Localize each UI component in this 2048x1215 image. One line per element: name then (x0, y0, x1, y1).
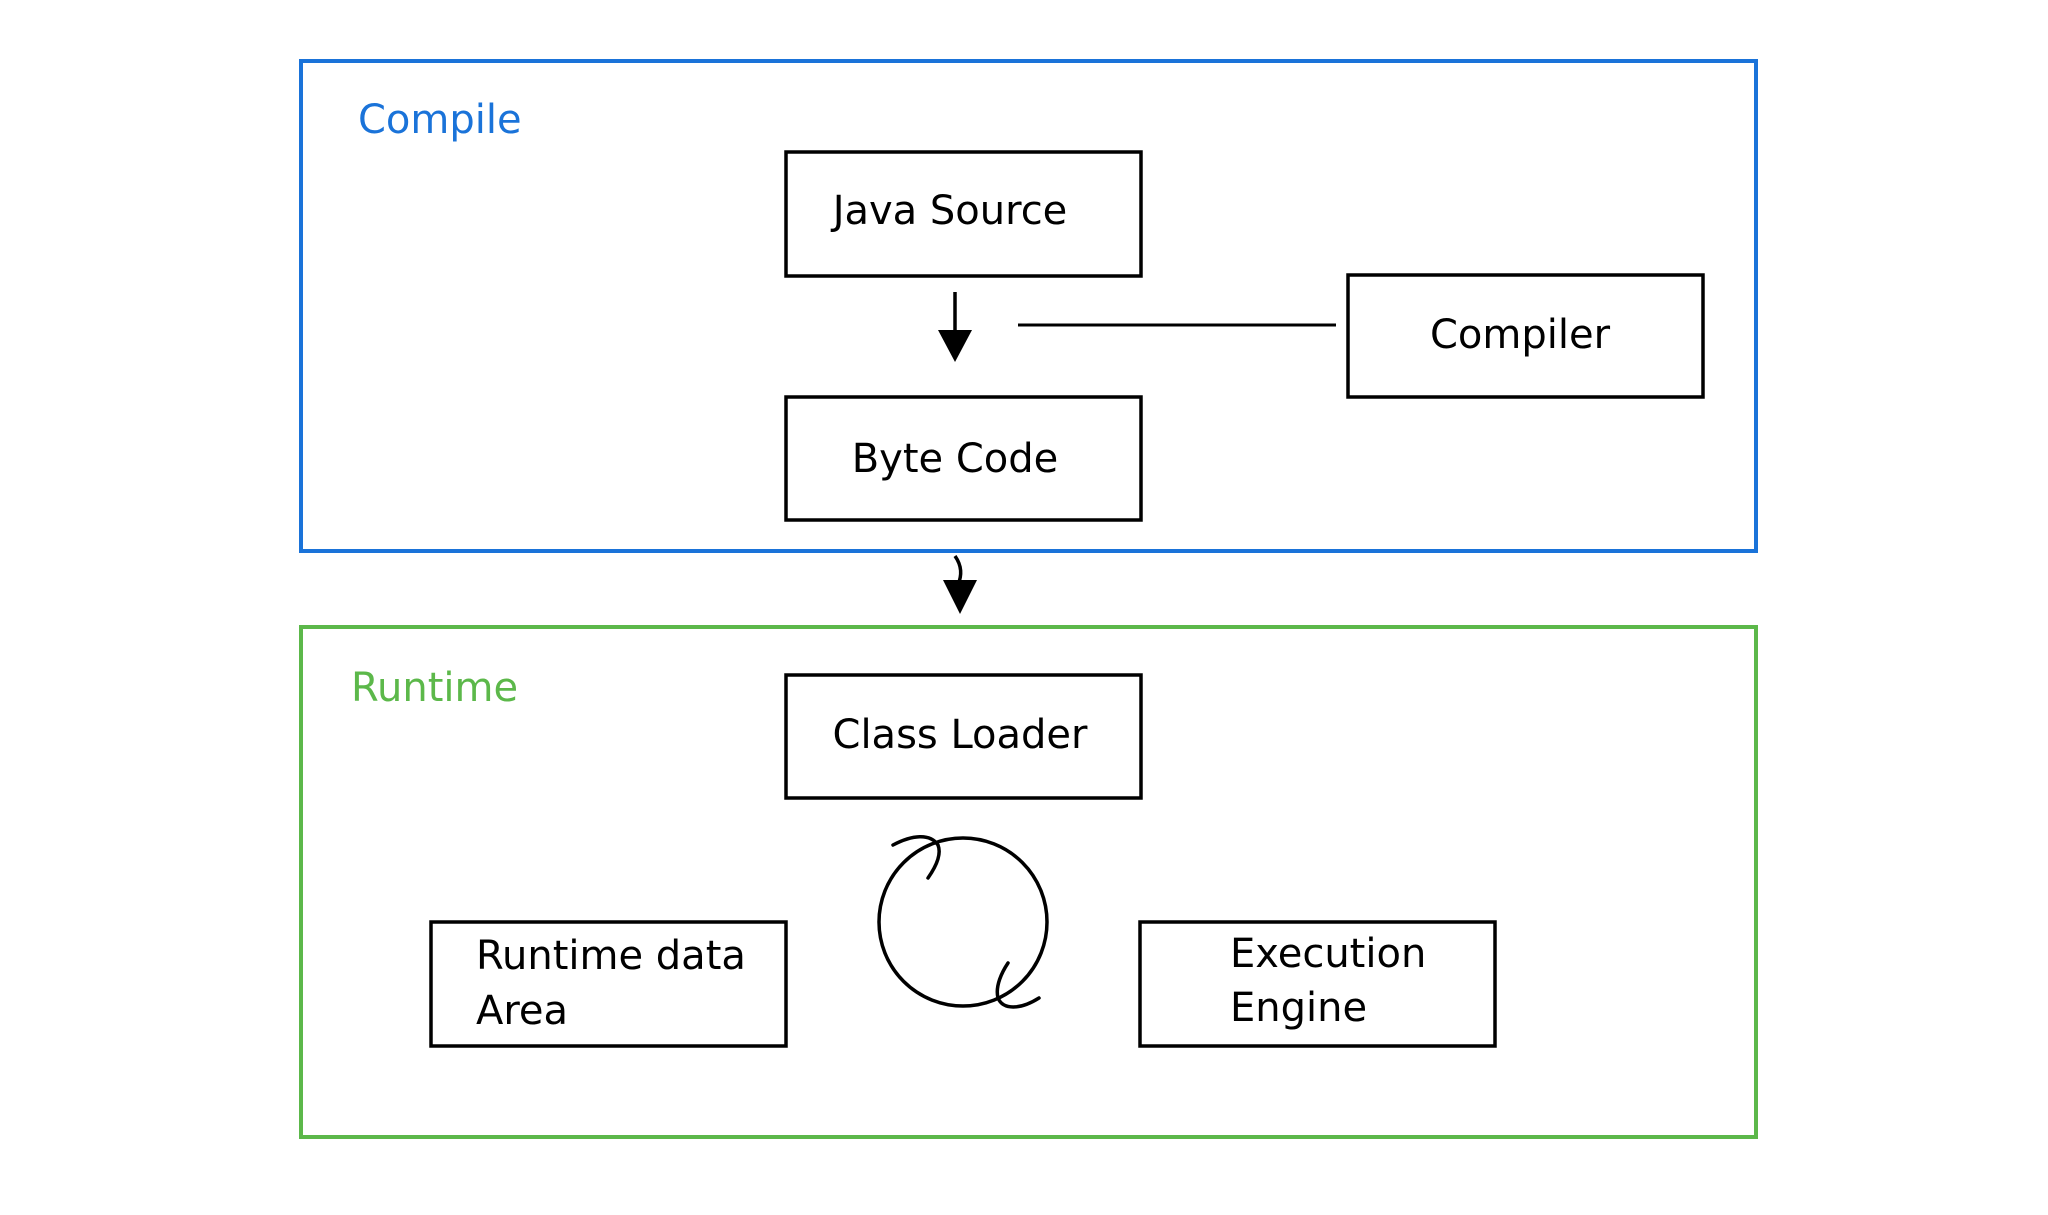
runtime-data-area-label-line2: Area (476, 988, 568, 1034)
runtime-frame (299, 625, 1758, 1139)
arrow-down-icon (943, 554, 977, 614)
execution-engine-label-line2: Engine (1230, 985, 1367, 1031)
runtime-data-area-label-line1: Runtime data (476, 933, 746, 979)
compiler-box: Compiler (1346, 273, 1705, 399)
runtime-section: Runtime Class Loader Runtime data Area E… (299, 625, 1758, 1139)
execution-engine-box: Execution Engine (1138, 920, 1497, 1048)
cycle-icon (877, 835, 1049, 1009)
compiler-label: Compiler (1430, 312, 1611, 358)
byte-code-label: Byte Code (852, 436, 1059, 482)
java-source-box: Java Source (784, 150, 1143, 278)
compile-section: Compile Java Source Compiler Byte Code (299, 59, 1758, 553)
class-loader-box: Class Loader (784, 673, 1143, 800)
execution-engine-label-line1: Execution (1230, 931, 1426, 977)
java-source-label: Java Source (830, 188, 1068, 234)
byte-code-box: Byte Code (784, 395, 1143, 522)
arrow-down-icon (938, 292, 972, 362)
runtime-label: Runtime (351, 665, 518, 711)
compile-frame (299, 59, 1758, 553)
class-loader-label: Class Loader (833, 712, 1089, 758)
compile-label: Compile (358, 97, 522, 143)
runtime-data-area-box: Runtime data Area (429, 920, 788, 1048)
